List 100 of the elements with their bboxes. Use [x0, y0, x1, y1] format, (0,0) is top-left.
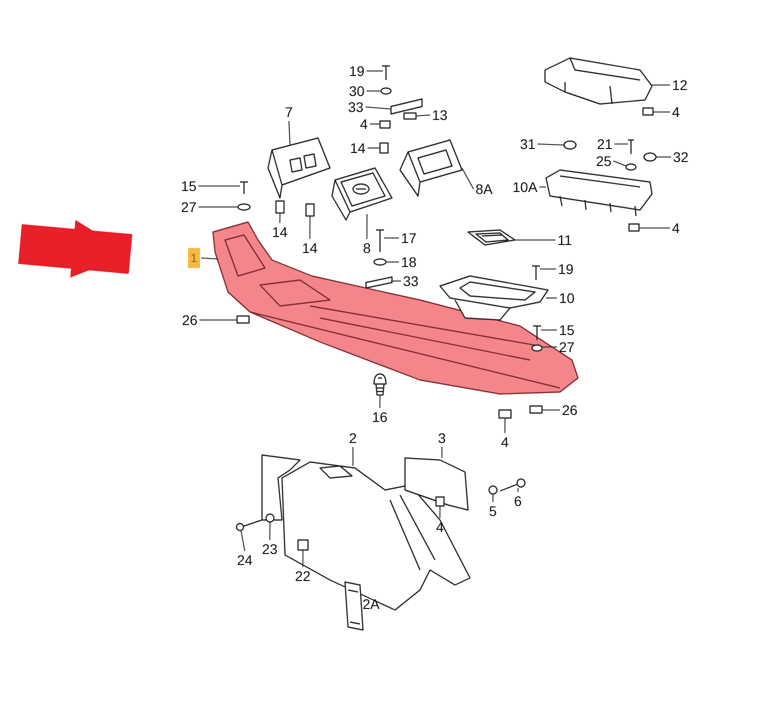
leader-line [279, 212, 280, 224]
callout-number: 25 [595, 153, 613, 169]
bolt-drawing [500, 478, 526, 492]
leader-line [379, 394, 380, 408]
bracket-drawing [390, 98, 423, 115]
callout-number: 30 [348, 83, 366, 99]
leader-line [366, 90, 382, 92]
leader-line [537, 144, 564, 146]
callout-number: 7 [284, 104, 294, 120]
callout-number: 22 [294, 568, 312, 584]
callout-number: 4 [671, 104, 681, 120]
callout-number: 8 [362, 240, 372, 256]
clip-drawing [628, 223, 640, 232]
callout-number: 10A [512, 179, 538, 195]
screw-drawing [236, 519, 262, 532]
leader-line [240, 530, 246, 552]
cover-drawing [344, 581, 364, 631]
clip-drawing [305, 203, 315, 217]
callout-number: 4 [435, 519, 445, 535]
leader-line [288, 120, 290, 146]
callout-number: 14 [301, 240, 319, 256]
leader-line [269, 522, 270, 540]
callout-number: 12 [671, 77, 689, 93]
callout-number: 2 [348, 430, 358, 446]
callout-number: 11 [556, 232, 574, 248]
leader-line [441, 446, 442, 458]
callout-number: 8A [474, 181, 494, 197]
washer-drawing [380, 87, 392, 95]
leader-line [200, 258, 218, 260]
clip-drawing [379, 120, 391, 129]
leader-line [390, 280, 402, 282]
tray-drawing [544, 57, 653, 105]
callout-number: 4 [671, 220, 681, 236]
leader-line [652, 84, 670, 86]
leader-line [365, 106, 392, 110]
leader-line [352, 446, 354, 466]
callout-number: 4 [500, 434, 510, 450]
clip-drawing [498, 409, 512, 419]
screw-drawing [381, 65, 391, 81]
leader-line [517, 488, 518, 492]
leader-line [198, 206, 238, 208]
clip-drawing [379, 142, 389, 154]
screw-drawing [239, 181, 249, 195]
leader-line [538, 186, 546, 188]
leader-line [302, 550, 304, 568]
leader-line [309, 216, 310, 240]
clip-drawing [403, 112, 417, 120]
callout-number: 26 [181, 312, 199, 328]
leader-line [656, 156, 672, 158]
callout-number: 13 [431, 107, 449, 123]
plug-drawing [563, 140, 577, 150]
callout-number: 19 [557, 261, 575, 277]
callout-number: 2A [362, 596, 381, 612]
callout-number: 4 [359, 116, 369, 132]
callout-number: 21 [596, 136, 614, 152]
callout-number: 27 [180, 199, 198, 215]
callout-number: 15 [180, 178, 198, 194]
callout-number: 10 [558, 290, 576, 306]
leader-line [439, 506, 440, 518]
highlighted-callout-number: 1 [188, 248, 200, 268]
screw-drawing [627, 139, 635, 155]
callout-number: 16 [371, 409, 389, 425]
leader-line [542, 346, 558, 348]
callout-number: 15 [558, 322, 576, 338]
callout-number: 24 [236, 552, 254, 568]
leader-line [366, 214, 368, 240]
callout-number: 5 [488, 503, 498, 519]
ashtray-drawing [331, 167, 393, 221]
callout-number: 32 [672, 149, 690, 165]
callout-number: 33 [402, 273, 420, 289]
callout-number: 17 [400, 230, 418, 246]
console-trim-drawing [212, 221, 579, 395]
console-drawing [261, 454, 471, 611]
washer-drawing [488, 485, 498, 495]
callout-number: 14 [349, 140, 367, 156]
washer-drawing [625, 163, 637, 171]
callout-number: 27 [558, 339, 576, 355]
leader-line [366, 70, 384, 72]
clip-drawing [642, 107, 654, 116]
callout-number: 3 [437, 430, 447, 446]
clip-drawing [275, 200, 285, 214]
callout-number: 18 [400, 254, 418, 270]
washer-drawing [237, 203, 251, 211]
tray-drawing [545, 169, 653, 217]
leader-line [613, 160, 626, 166]
callout-number: 31 [519, 136, 537, 152]
vent-drawing [267, 137, 331, 199]
callout-number: 19 [348, 63, 366, 79]
callout-number: 6 [513, 493, 523, 509]
vent-drawing [399, 139, 463, 197]
pointer-arrow [18, 220, 132, 278]
callout-number: 23 [261, 541, 279, 557]
leader-line [540, 268, 556, 270]
plug-drawing [643, 152, 657, 162]
callout-number: 33 [347, 99, 365, 115]
callout-number: 14 [271, 224, 289, 240]
leader-line [492, 494, 494, 502]
clip-drawing [529, 405, 543, 414]
callout-number: 26 [561, 402, 579, 418]
leader-line [504, 418, 506, 434]
